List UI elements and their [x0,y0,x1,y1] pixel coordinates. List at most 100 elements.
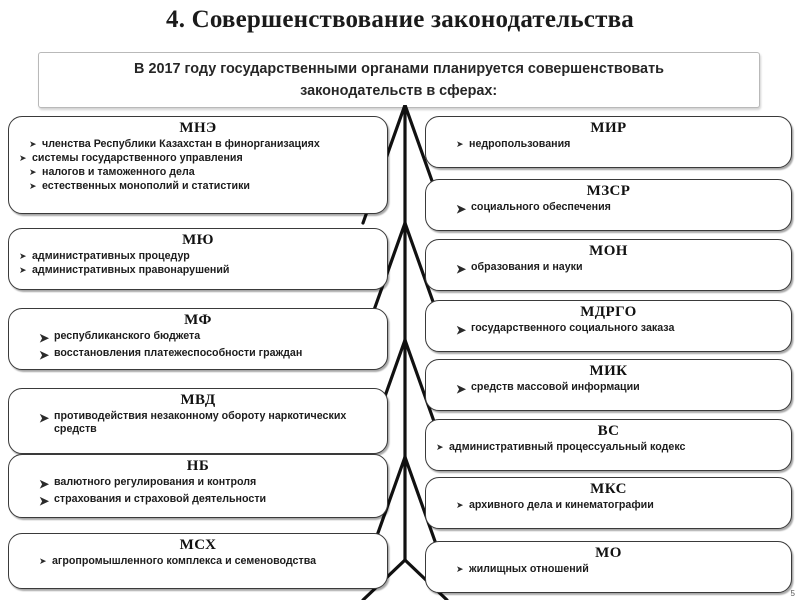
arrow-bullet-icon: ➤ [19,265,27,276]
org-box-МКС[interactable]: МКС ➤ архивного дела и кинематографии [425,477,792,529]
bullet-list: ➤ жилищных отношений [434,563,783,576]
org-box-МО[interactable]: МО ➤ жилищных отношений [425,541,792,593]
org-box-title: МДРГО [580,304,637,320]
page-title: 4. Совершенствование законодательства [166,6,634,33]
bullet-list: ➤ противодействия незаконному обороту нар… [17,410,379,436]
arrow-bullet-icon: ➤ [456,382,467,397]
arrow-bullet-icon: ➤ [39,331,50,346]
arrow-bullet-icon: ➤ [456,500,464,511]
bullet-row: ➤страхования и страховой деятельности [17,493,379,509]
org-box-title: МЗСР [586,183,631,199]
bullet-list: ➤ недропользования [434,138,783,151]
arrow-bullet-icon: ➤ [456,564,464,575]
bullet-list: ➤ республиканского бюджета ➤ восстановления… [17,330,379,363]
bullet-row: ➤ средств массовой информации [434,381,783,397]
arrow-bullet-icon: ➤ [19,153,27,164]
org-box-МФ[interactable]: МФ ➤ республиканского бюджета ➤ восстановлен… [8,308,388,370]
bullet-text: агропромышленного комплекса и семеноводс… [51,555,316,568]
arrow-bullet-icon: ➤ [456,202,467,217]
org-box-МИР[interactable]: МИР ➤ недропользования [425,116,792,168]
org-box-title: МКС [590,481,627,497]
org-box-НБ[interactable]: НБ➤валютного регулирования и контроля➤ст… [8,454,388,518]
bullet-row: ➤ валютного регулирования и контроля [17,476,379,492]
bullet-row: ➤ административных процедур [17,250,379,263]
bullet-list: ➤ архивного дела и кинематографии [434,499,783,512]
arrow-bullet-icon: ➤ [39,348,50,363]
arrow-bullet-icon: ➤ [39,477,50,492]
bullet-row: ➤ архивного дела и кинематографии [434,499,783,512]
bullet-text: административный процессуальный кодекс [448,441,686,454]
bullet-text: недропользования [468,138,570,151]
org-box-МЮ[interactable]: МЮ ➤ административных процедур ➤ администрат… [8,228,388,290]
bullet-text: административных правонарушений [31,264,230,277]
bullet-text: государственного социального заказа [471,322,675,335]
org-box-title: МЮ [182,232,214,248]
bullet-text: членства Республики Казахстан в финорган… [41,138,320,151]
bullet-text: противодействия незаконному обороту нарк… [54,410,347,436]
subtitle-line-2: законодательств в сферах: [300,82,498,99]
bullet-list: ➤ административный процессуальный кодекс [434,441,783,454]
org-box-title: МНЭ [179,120,217,136]
bullet-row: ➤ восстановления платежеспособности гражд… [17,347,379,363]
bullet-text: архивного дела и кинематографии [468,499,654,512]
arrow-bullet-icon: ➤ [436,442,444,453]
bullet-row: ➤ административный процессуальный кодекс [434,441,783,454]
org-box-title: МИР [590,120,627,136]
bullet-text: административных процедур [31,250,190,263]
bullet-text: валютного регулирования и контроля [54,476,257,489]
bullet-text: республиканского бюджета [54,330,201,343]
subtitle-banner: В 2017 году государственными органами пл… [38,52,760,108]
bullet-text: налогов и таможенного дела [41,166,195,179]
bullet-text: восстановления платежеспособности гражда… [54,347,303,360]
bullet-row: ➤ агропромышленного комплекса и семеновод… [17,555,379,568]
arrow-bullet-icon: ➤ [456,262,467,277]
bullet-list: ➤ образования и науки [434,261,783,277]
bullet-text: системы государственного управления [31,152,243,165]
arrow-bullet-icon: ➤ [39,411,50,426]
org-box-title: МИК [589,363,628,379]
bullet-text: образования и науки [471,261,583,274]
bullet-row: ➤ жилищных отношений [434,563,783,576]
org-box-МОН[interactable]: МОН ➤ образования и науки [425,239,792,291]
bullet-list: ➤ членства Республики Казахстан в финорга… [17,138,379,193]
arrow-bullet-icon: ➤ [29,139,37,150]
org-box-МНЭ[interactable]: МНЭ ➤ членства Республики Казахстан в фино… [8,116,388,214]
org-box-title: МФ [184,312,212,328]
org-box-ВС[interactable]: ВС ➤ административный процессуальный кодек… [425,419,792,471]
org-box-title: МСХ [179,537,217,553]
bullet-row: ➤ государственного социального заказа [434,322,783,338]
org-box-title: ВС [597,423,620,439]
org-box-title: МОН [589,243,628,259]
arrow-bullet-icon: ➤ [39,556,47,567]
bullet-row: ➤ недропользования [434,138,783,151]
arrow-bullet-icon: ➤ [19,251,27,262]
arrow-bullet-icon: ➤ [456,139,464,150]
bullet-row: ➤социального обеспечения [434,201,783,217]
bullet-list: ➤ агропромышленного комплекса и семеновод… [17,555,379,568]
bullet-row: ➤ противодействия незаконному обороту нар… [17,410,379,436]
bullet-list: ➤ административных процедур ➤ административ… [17,250,379,277]
arrow-bullet-icon: ➤ [456,323,467,338]
org-box-МВД[interactable]: МВД ➤ противодействия незаконному обороту … [8,388,388,454]
arrow-bullet-icon: ➤ [29,167,37,178]
bullet-row: ➤ системы государственного управления [17,152,379,165]
subtitle-line-1: В 2017 году государственными органами пл… [134,59,664,77]
bullet-row: ➤ образования и науки [434,261,783,277]
page-number: 5 [790,589,795,598]
bullet-row: ➤ налогов и таможенного дела [17,166,379,179]
bullet-row: ➤ республиканского бюджета [17,330,379,346]
org-box-title: МВД [180,392,216,408]
org-box-title: МО [595,545,622,561]
bullet-row: ➤ членства Республики Казахстан в финорга… [17,138,379,151]
bullet-list: ➤ средств массовой информации [434,381,783,397]
org-box-МЗСР[interactable]: МЗСР ➤социального обеспечения [425,179,792,231]
org-box-МИК[interactable]: МИК ➤ средств массовой информации [425,359,792,411]
bullet-text: жилищных отношений [468,563,589,576]
bullet-row: ➤естественных монополий и статистики [17,180,379,193]
org-box-МДРГО[interactable]: МДРГО ➤ государственного социального заказ… [425,300,792,352]
org-box-МСХ[interactable]: МСХ ➤ агропромышленного комплекса и семено… [8,533,388,589]
bullet-list: ➤социального обеспечения [434,201,783,217]
bullet-text: средств массовой информации [471,381,640,394]
arrow-bullet-icon: ➤ [29,181,37,192]
bullet-list: ➤ валютного регулирования и контроля ➤стра… [17,476,379,509]
